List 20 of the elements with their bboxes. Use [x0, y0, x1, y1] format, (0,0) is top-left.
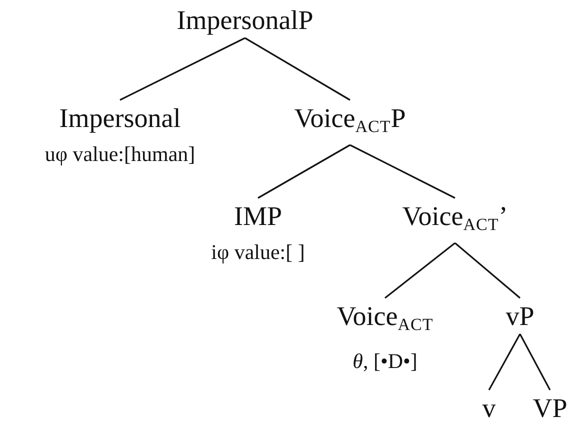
tree-branch: [488, 334, 521, 390]
tree-branch: [454, 242, 521, 299]
tree-branch: [244, 37, 350, 101]
tree-branch: [350, 144, 456, 199]
constituent-label: IMP: [233, 200, 283, 232]
feature-annotation: uφ value:[human]: [44, 141, 196, 168]
constituent-label: Voice$_{ACT}$P: [294, 102, 406, 138]
constituent-label: Voice$_{ACT}$: [336, 300, 434, 336]
tree-branch: [258, 144, 350, 199]
constituent-label: VP: [532, 392, 568, 424]
constituent-label: v: [482, 392, 496, 424]
constituent-label: ImpersonalP: [176, 4, 314, 36]
constituent-label: Impersonal: [58, 102, 182, 134]
constituent-label: vP: [506, 300, 534, 332]
feature-annotation: θ, [•D•]: [352, 348, 418, 375]
tree-branch: [120, 37, 246, 101]
tree-branch: [519, 334, 551, 390]
feature-annotation: iφ value:[ ]: [211, 239, 305, 266]
constituent-label: Voice$_{ACT}$’: [402, 200, 508, 236]
tree-branch: [384, 242, 456, 299]
